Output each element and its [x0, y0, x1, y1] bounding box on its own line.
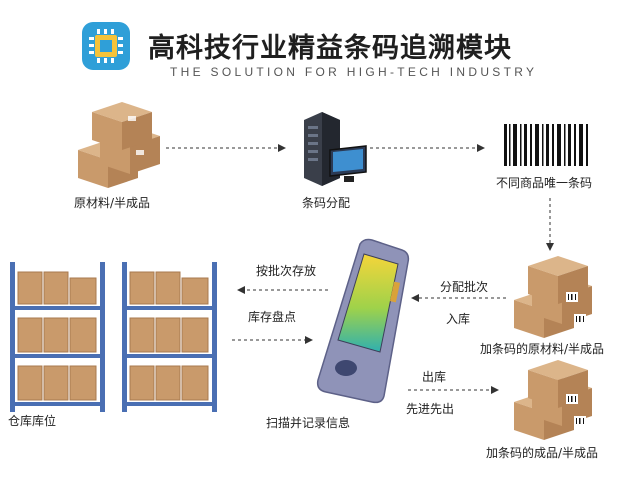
assign-batch-label: 分配批次 — [440, 280, 489, 294]
unique-barcode-label: 不同商品唯一条码 — [496, 176, 593, 190]
raw-materials-label: 原材料/半成品 — [74, 196, 151, 210]
by-batch-store-label: 按批次存放 — [256, 264, 317, 278]
barcode-icon — [504, 124, 588, 166]
fifo-label: 先进先出 — [406, 402, 455, 416]
page-subtitle: THE SOLUTION FOR HIGH-TECH INDUSTRY — [170, 65, 538, 79]
handheld-scanner-icon — [316, 238, 410, 404]
page-title: 高科技行业精益条码追溯模块 — [148, 33, 512, 64]
outbound-label: 出库 — [422, 370, 447, 384]
server-icon — [304, 112, 367, 186]
warehouse-shelf-icon — [10, 262, 217, 412]
barcoded-finished-boxes-icon — [514, 360, 592, 440]
inbound-label: 入库 — [446, 312, 471, 326]
barcoded-raw-label: 加条码的原材料/半成品 — [480, 342, 605, 356]
inventory-check-label: 库存盘点 — [248, 310, 297, 324]
raw-materials-boxes-icon — [78, 102, 160, 188]
barcode-assign-label: 条码分配 — [302, 196, 351, 210]
scanner-label: 扫描并记录信息 — [266, 416, 351, 430]
logo-icon — [82, 22, 130, 70]
barcoded-finished-label: 加条码的成品/半成品 — [486, 446, 599, 460]
warehouse-label: 仓库库位 — [8, 414, 57, 428]
barcoded-raw-boxes-icon — [514, 256, 592, 338]
